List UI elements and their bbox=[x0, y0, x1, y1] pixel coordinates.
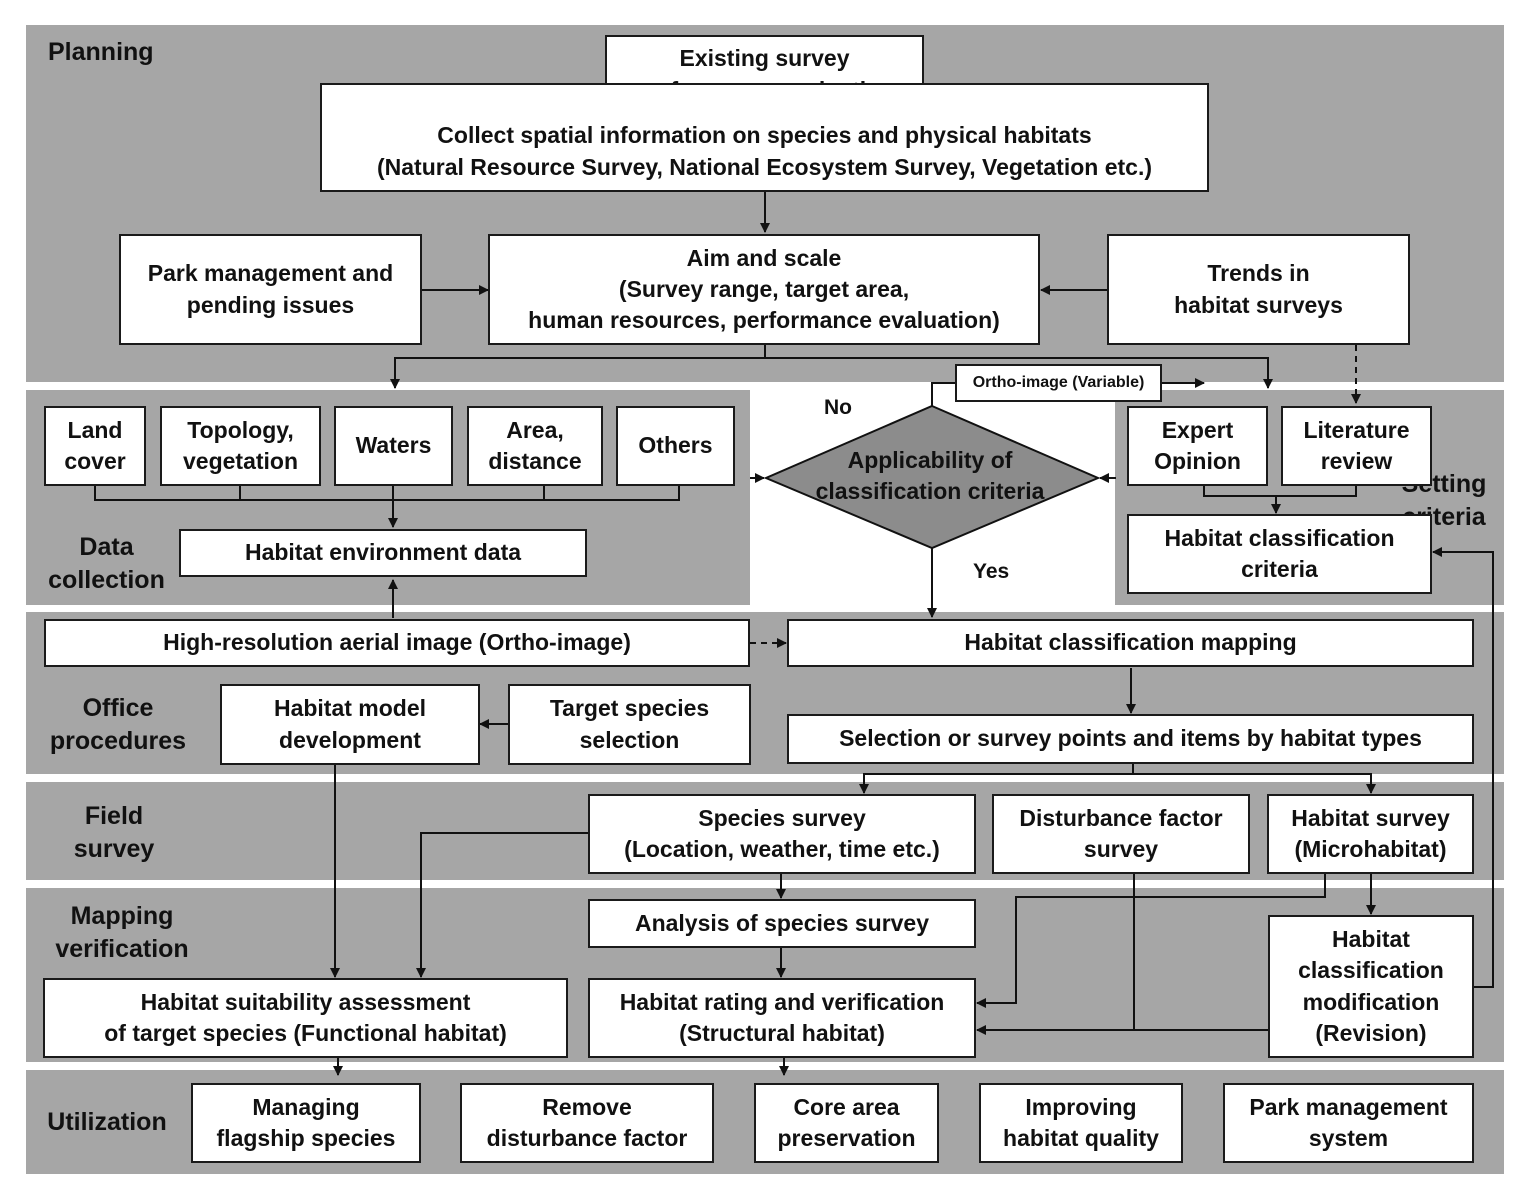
suitability-box: Habitat suitability assessment of target… bbox=[43, 978, 568, 1058]
ortho-variable-box: Ortho-image (Variable) bbox=[955, 364, 1162, 402]
stage-field-survey: Field survey bbox=[73, 802, 155, 863]
stage-data-collection: Data collection bbox=[48, 533, 165, 594]
park-issues-box: Park management and pending issues bbox=[119, 234, 422, 345]
stage-mapping-verification: Mapping verification bbox=[55, 902, 189, 963]
stage-office-procedures: Office procedures bbox=[49, 694, 187, 755]
selection-points-box: Selection or survey points and items by … bbox=[787, 714, 1474, 764]
literature-review-box: Literature review bbox=[1281, 406, 1432, 486]
yes-label: Yes bbox=[973, 560, 1010, 583]
modification-box: Habitat classification modification (Rev… bbox=[1268, 915, 1474, 1058]
expert-opinion-box: Expert Opinion bbox=[1127, 406, 1268, 486]
stage-utilization: Utilization bbox=[47, 1108, 167, 1136]
area-distance-box: Area, distance bbox=[467, 406, 603, 486]
species-survey-box: Species survey (Location, weather, time … bbox=[588, 794, 976, 874]
habitat-survey-box: Habitat survey (Microhabitat) bbox=[1267, 794, 1474, 874]
remove-disturbance-box: Remove disturbance factor bbox=[460, 1083, 714, 1163]
waters-box: Waters bbox=[334, 406, 453, 486]
aim-scale-box: Aim and scale (Survey range, target area… bbox=[488, 234, 1040, 345]
disturbance-survey-box: Disturbance factor survey bbox=[992, 794, 1250, 874]
model-development-box: Habitat model development bbox=[220, 684, 480, 765]
flagship-box: Managing flagship species bbox=[191, 1083, 421, 1163]
analysis-box: Analysis of species survey bbox=[588, 899, 976, 948]
environment-data-box: Habitat environment data bbox=[179, 529, 587, 577]
classification-criteria-box: Habitat classification criteria bbox=[1127, 514, 1432, 594]
no-label: No bbox=[824, 396, 852, 419]
park-system-box: Park management system bbox=[1223, 1083, 1474, 1163]
stage-planning: Planning bbox=[48, 38, 154, 66]
collect-info-box: Collect spatial information on species a… bbox=[320, 83, 1209, 192]
classification-mapping-box: Habitat classification mapping bbox=[787, 619, 1474, 667]
applicability-label: Applicability of classification criteria bbox=[815, 447, 1045, 505]
others-box: Others bbox=[616, 406, 735, 486]
rating-box: Habitat rating and verification (Structu… bbox=[588, 978, 976, 1058]
land-cover-box: Land cover bbox=[44, 406, 146, 486]
improving-box: Improving habitat quality bbox=[979, 1083, 1183, 1163]
target-species-box: Target species selection bbox=[508, 684, 751, 765]
trends-box: Trends in habitat surveys bbox=[1107, 234, 1410, 345]
core-area-box: Core area preservation bbox=[754, 1083, 939, 1163]
topology-box: Topology, vegetation bbox=[160, 406, 321, 486]
aerial-image-box: High-resolution aerial image (Ortho-imag… bbox=[44, 619, 750, 667]
